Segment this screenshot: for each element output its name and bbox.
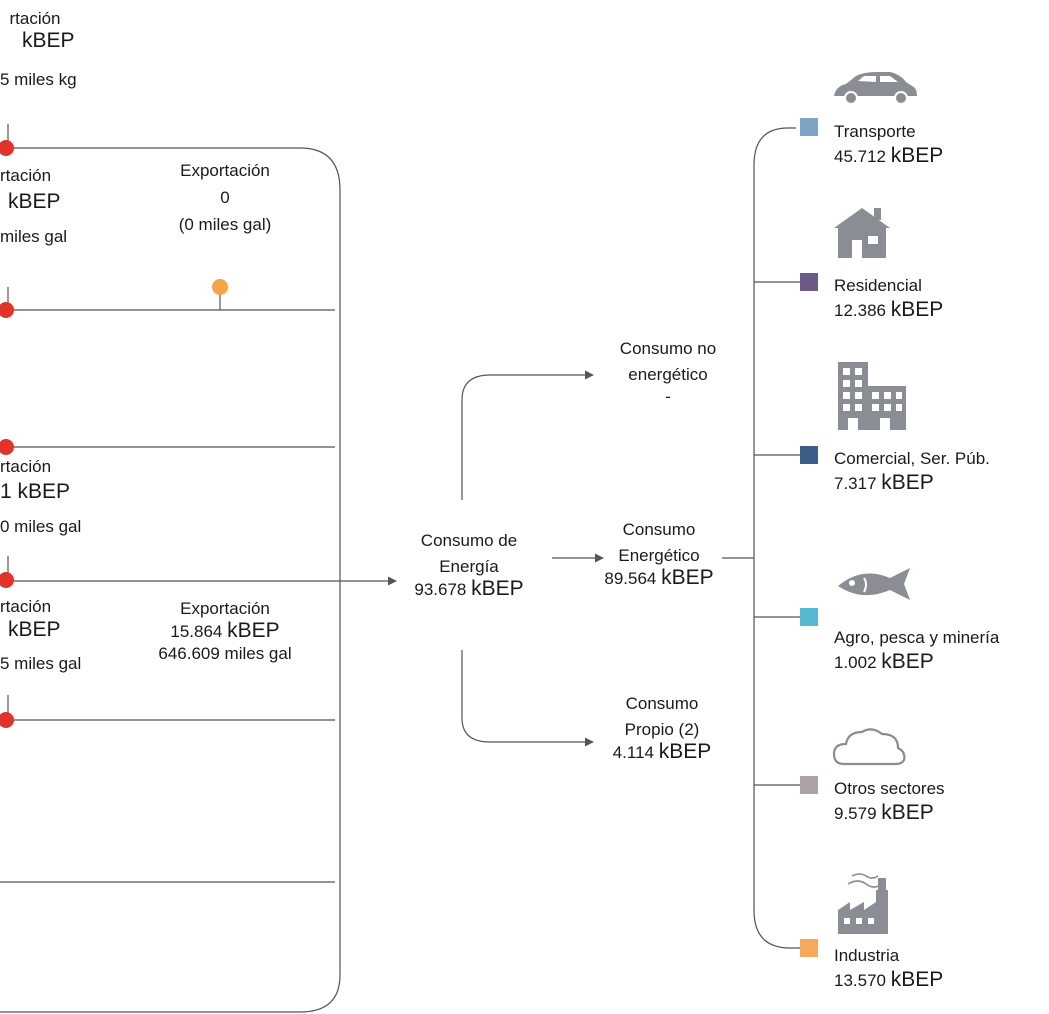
sector-industria: Industria 13.570 kBEP <box>834 945 943 992</box>
sector-name: Industria <box>834 946 900 965</box>
sector-value-unit: kBEP <box>881 471 934 494</box>
sector-value-unit: kBEP <box>890 298 944 321</box>
row1-right-sub: (0 miles gal) <box>178 215 272 234</box>
consumo-energia-node: Consumo de Energía 93.678 kBEP <box>392 530 546 601</box>
arrow-no-energetico <box>461 370 594 500</box>
sector-value-num: 45.712 <box>834 147 886 166</box>
sector-value-unit: kBEP <box>890 968 944 991</box>
row4-left-label: rtación <box>0 597 52 616</box>
row3-left-value: 1 kBEP <box>0 480 71 503</box>
top-export-sub: 5 miles kg <box>0 70 77 89</box>
row1-left-value: kBEP <box>8 190 61 213</box>
sector-name: Comercial, Ser. Púb. <box>834 449 990 468</box>
sector-transporte: Transporte 45.712 kBEP <box>834 121 943 168</box>
sector-value-unit: kBEP <box>890 144 944 167</box>
propio-value-num: 4.114 <box>612 743 654 762</box>
sector-agro: Agro, pesca y minería 1.002 kBEP <box>834 627 999 674</box>
consumo-energia-value-unit: kBEP <box>471 577 524 600</box>
consumo-energetico-node: Consumo Energético 89.564 kBEP <box>590 519 728 590</box>
row4-left-sub: 5 miles gal <box>0 654 82 673</box>
sector-value-num: 7.317 <box>834 474 877 493</box>
left-panel-frame <box>0 147 341 1013</box>
row1-left-label: rtación <box>0 166 52 185</box>
sector-comercial: Comercial, Ser. Púb. 7.317 kBEP <box>834 448 990 495</box>
row3-left-label: rtación <box>0 457 52 476</box>
top-export-label-block: rtación kBEP <box>0 8 75 52</box>
row4-left-value: kBEP <box>8 618 61 641</box>
sector-value-num: 12.386 <box>834 301 886 320</box>
cloud-icon <box>832 728 906 766</box>
top-export-label: rtación <box>9 9 61 28</box>
energetico-line2: Energético <box>618 546 700 565</box>
sector-swatch-industria <box>800 939 818 957</box>
row1-right-export: Exportación 0 (0 miles gal) <box>150 160 300 236</box>
propio-line2: Propio (2) <box>624 720 700 739</box>
sector-value-num: 1.002 <box>834 653 877 672</box>
propio-value-unit: kBEP <box>658 740 712 763</box>
factory-icon <box>838 873 888 934</box>
row1-left-sub: miles gal <box>0 227 68 246</box>
energetico-line1: Consumo <box>622 520 696 539</box>
sector-swatch-otros <box>800 776 818 794</box>
sector-value-unit: kBEP <box>881 650 934 673</box>
fish-icon <box>838 568 910 600</box>
row4-right-sub: 646.609 miles gal <box>158 644 292 663</box>
sector-swatch-residencial <box>800 273 818 291</box>
energetico-value-unit: kBEP <box>661 566 714 589</box>
no-energetico-value: - <box>665 387 671 406</box>
sector-otros: Otros sectores 9.579 kBEP <box>834 778 945 825</box>
sector-name: Otros sectores <box>834 779 945 798</box>
car-icon <box>834 72 917 105</box>
arrow-propio <box>461 650 594 747</box>
sector-name: Transporte <box>834 122 916 141</box>
no-energetico-line2: energético <box>628 365 708 384</box>
consumo-energia-line1: Consumo de <box>420 531 518 550</box>
energetico-value-num: 89.564 <box>604 569 657 588</box>
building-icon <box>838 362 906 430</box>
consumo-propio-node: Consumo Propio (2) 4.114 kBEP <box>592 693 732 764</box>
sector-name: Agro, pesca y minería <box>834 628 1000 647</box>
sector-value-num: 9.579 <box>834 804 877 823</box>
consumo-energia-value-num: 93.678 <box>414 580 467 599</box>
row1-right-value: 0 <box>220 188 230 207</box>
sector-swatch-comercial <box>800 446 818 464</box>
row4-right-label: Exportación <box>180 599 270 618</box>
sector-bracket <box>753 127 800 949</box>
sector-name: Residencial <box>834 276 922 295</box>
top-export-value: kBEP <box>22 29 75 52</box>
row4-right-value-num: 15.864 <box>170 622 223 641</box>
house-icon <box>834 208 890 258</box>
sector-residencial: Residencial 12.386 kBEP <box>834 275 943 322</box>
consumo-energia-line2: Energía <box>439 557 499 576</box>
row4-right-export: Exportación 15.864 kBEP 646.609 miles ga… <box>130 598 320 665</box>
sector-swatch-transporte <box>800 118 818 136</box>
no-energetico-line1: Consumo no <box>619 339 717 358</box>
propio-line1: Consumo <box>625 694 699 713</box>
sector-swatch-agro <box>800 608 818 626</box>
sector-value-num: 13.570 <box>834 971 886 990</box>
export-dots <box>0 140 228 728</box>
row3-left-sub: 0 miles gal <box>0 517 82 536</box>
row1-right-label: Exportación <box>180 161 270 180</box>
consumo-no-energetico-node: Consumo no energético - <box>598 338 738 408</box>
row4-right-value-unit: kBEP <box>227 619 280 642</box>
sector-value-unit: kBEP <box>881 801 934 824</box>
